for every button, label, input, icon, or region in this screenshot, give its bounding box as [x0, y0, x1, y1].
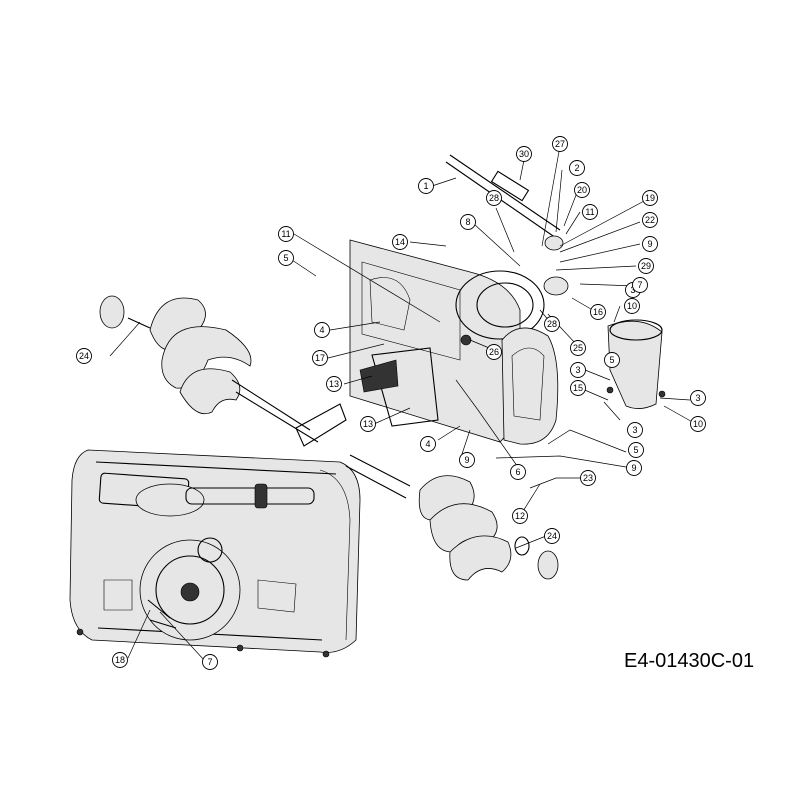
- callout-number: 26: [489, 347, 499, 357]
- callout-13-a: 13: [326, 376, 342, 392]
- callout-number: 28: [489, 193, 499, 203]
- callout-number: 9: [464, 455, 469, 465]
- callout-29: 29: [638, 258, 654, 274]
- callout-number: 4: [319, 325, 324, 335]
- callout-number: 3: [695, 393, 700, 403]
- callout-number: 3: [632, 425, 637, 435]
- callout-24-a: 24: [76, 348, 92, 364]
- callout-7-b: 7: [202, 654, 218, 670]
- callout-number: 16: [593, 307, 603, 317]
- callout-3-b: 3: [690, 390, 706, 406]
- callout-14: 14: [392, 234, 408, 250]
- callout-number: 28: [547, 319, 557, 329]
- callout-26: 26: [486, 344, 502, 360]
- callout-number: 3: [630, 285, 635, 295]
- callout-number: 9: [647, 239, 652, 249]
- auger-housing-frame: [295, 239, 559, 447]
- callout-11-a: 11: [582, 204, 598, 220]
- callout-number: 1: [423, 181, 428, 191]
- callout-number: 25: [573, 343, 583, 353]
- callout-24-b: 24: [544, 528, 560, 544]
- callout-16: 16: [590, 304, 606, 320]
- callout-number: 12: [515, 511, 525, 521]
- callout-number: 10: [627, 301, 637, 311]
- callout-10-b: 10: [690, 416, 706, 432]
- callout-18: 18: [112, 652, 128, 668]
- callout-17: 17: [312, 350, 328, 366]
- callout-number: 19: [645, 193, 655, 203]
- callout-28-a: 28: [486, 190, 502, 206]
- callout-5-b: 5: [628, 442, 644, 458]
- callout-19: 19: [642, 190, 658, 206]
- callout-number: 18: [115, 655, 125, 665]
- callout-number: 8: [465, 217, 470, 227]
- callout-number: 2: [574, 163, 579, 173]
- callout-15: 15: [570, 380, 586, 396]
- callout-30: 30: [516, 146, 532, 162]
- callout-7-a: 7: [632, 277, 648, 293]
- callout-number: 27: [555, 139, 565, 149]
- callout-5-c: 5: [604, 352, 620, 368]
- callout-number: 5: [633, 445, 638, 455]
- callout-number: 9: [631, 463, 636, 473]
- callout-number: 23: [583, 473, 593, 483]
- callout-number: 7: [207, 657, 212, 667]
- callout-9-a: 9: [642, 236, 658, 252]
- callout-number: 5: [283, 253, 288, 263]
- callout-27-highlighted: 27: [552, 136, 568, 152]
- callout-number: 17: [315, 353, 325, 363]
- callout-1: 1: [418, 178, 434, 194]
- callout-2: 2: [569, 160, 585, 176]
- callout-number: 3: [575, 365, 580, 375]
- callout-number: 24: [547, 531, 557, 541]
- callout-3-c: 3: [627, 422, 643, 438]
- callout-8: 8: [460, 214, 476, 230]
- callout-5-a: 5: [278, 250, 294, 266]
- callout-22: 22: [642, 212, 658, 228]
- callout-number: 15: [573, 383, 583, 393]
- callout-10-a: 10: [624, 298, 640, 314]
- assembled-housing-view: [69, 449, 361, 658]
- chute-and-shaft: [445, 154, 666, 409]
- callout-12: 12: [512, 508, 528, 524]
- callout-6: 6: [510, 464, 526, 480]
- callout-9-b: 9: [459, 452, 475, 468]
- callout-4-a: 4: [314, 322, 330, 338]
- callout-number: 29: [641, 261, 651, 271]
- diagram-reference-code: E4-01430C-01: [624, 650, 755, 672]
- callout-number: 22: [645, 215, 655, 225]
- callout-number: 14: [395, 237, 405, 247]
- callout-28-b: 28: [544, 316, 560, 332]
- left-auger: [99, 295, 319, 443]
- callout-number: 13: [363, 419, 373, 429]
- callout-13-b: 13: [360, 416, 376, 432]
- callout-4-b: 4: [420, 436, 436, 452]
- callout-number: 5: [609, 355, 614, 365]
- right-auger: [345, 454, 559, 581]
- callout-25: 25: [570, 340, 586, 356]
- callout-number: 6: [515, 467, 520, 477]
- callout-number: 11: [281, 229, 290, 239]
- callout-number: 10: [693, 419, 703, 429]
- callout-23: 23: [580, 470, 596, 486]
- callout-number: 4: [425, 439, 430, 449]
- callout-number: 30: [519, 149, 529, 159]
- callout-9-c: 9: [626, 460, 642, 476]
- callout-number: 7: [637, 280, 642, 290]
- callout-number: 11: [585, 207, 594, 217]
- callout-number: 24: [79, 351, 89, 361]
- callout-11-b: 11: [278, 226, 294, 242]
- callout-number: 13: [329, 379, 339, 389]
- callout-20: 20: [574, 182, 590, 198]
- callout-number: 20: [577, 185, 587, 195]
- callout-3-a: 3: [570, 362, 586, 378]
